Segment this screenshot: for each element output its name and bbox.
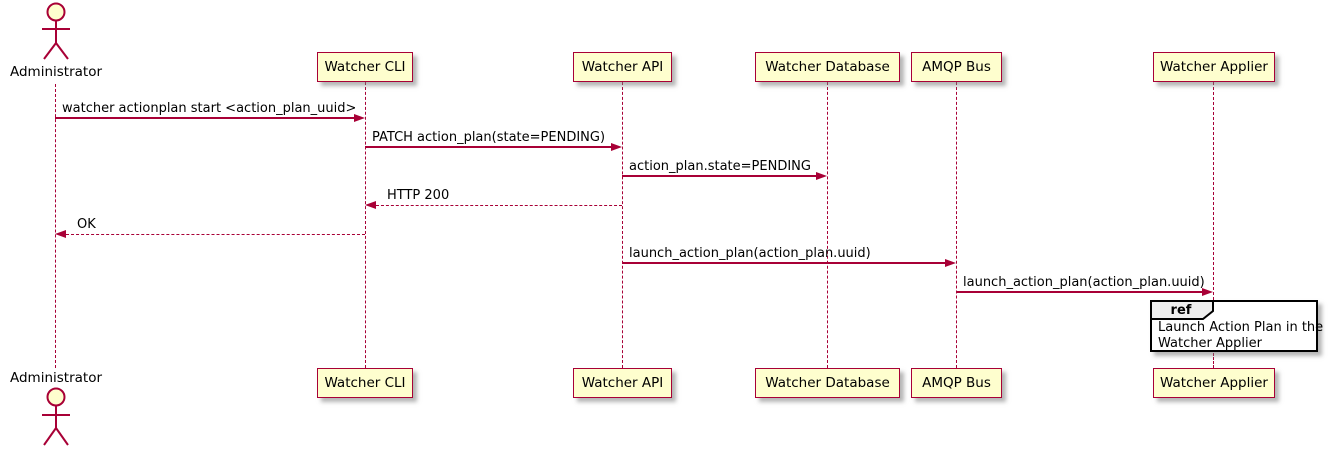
message-label: watcher actionplan start <action_plan_uu… (62, 101, 357, 116)
arrowhead-icon (816, 171, 827, 180)
ref-keyword: ref (1170, 303, 1192, 318)
participant-watcher-applier-top: Watcher Applier (1153, 52, 1275, 82)
arrowhead-icon (55, 229, 66, 238)
ref-header-shape (1150, 300, 1214, 320)
message-line (55, 117, 356, 119)
participant-amqp-bus-bottom: AMQP Bus (911, 368, 1002, 398)
participant-watcher-cli-bottom: Watcher CLI (317, 368, 413, 398)
lifeline-administrator (55, 84, 56, 368)
ref-text: Launch Action Plan in the Watcher Applie… (1158, 320, 1323, 352)
ref-fragment: ref Launch Action Plan in the Watcher Ap… (1150, 300, 1323, 352)
lifeline-watcher-applier-lower (1213, 353, 1214, 368)
arrowhead-icon (1202, 287, 1213, 296)
lifeline-watcher-api (622, 82, 623, 368)
participant-watcher-database-top: Watcher Database (755, 52, 900, 82)
arrowhead-icon (365, 200, 376, 209)
actor-icon (42, 2, 70, 60)
actor-label-bottom: Administrator (9, 370, 103, 386)
ref-text-line1: Launch Action Plan in the (1158, 320, 1324, 335)
arrowhead-icon (945, 258, 956, 267)
message-line (956, 291, 1204, 293)
lifeline-watcher-cli (365, 82, 366, 368)
message-label: PATCH action_plan(state=PENDING) (372, 130, 606, 145)
arrowhead-icon (611, 142, 622, 151)
message-line (376, 204, 622, 206)
lifeline-amqp-bus (956, 82, 957, 368)
participant-watcher-cli-top: Watcher CLI (317, 52, 413, 82)
participant-watcher-api-bottom: Watcher API (573, 368, 672, 398)
message-line (622, 175, 816, 177)
message-label: HTTP 200 (387, 188, 450, 203)
lifeline-watcher-database (827, 82, 828, 368)
participant-watcher-database-bottom: Watcher Database (755, 368, 900, 398)
actor-icon-bottom (42, 387, 70, 446)
message-line (66, 233, 365, 235)
participant-watcher-applier-bottom: Watcher Applier (1153, 368, 1275, 398)
message-label: launch_action_plan(action_plan.uuid) (629, 246, 871, 261)
message-label: action_plan.state=PENDING (629, 159, 811, 174)
ref-text-line2: Watcher Applier (1158, 336, 1262, 351)
participant-watcher-api-top: Watcher API (573, 52, 672, 82)
participant-amqp-bus-top: AMQP Bus (911, 52, 1002, 82)
arrowhead-icon (354, 113, 365, 122)
lifeline-watcher-applier-upper (1213, 82, 1214, 300)
message-line (622, 262, 947, 264)
actor-label-top: Administrator (9, 64, 103, 80)
message-label: launch_action_plan(action_plan.uuid) (963, 275, 1205, 290)
message-line (365, 146, 613, 148)
message-label: OK (77, 217, 96, 232)
